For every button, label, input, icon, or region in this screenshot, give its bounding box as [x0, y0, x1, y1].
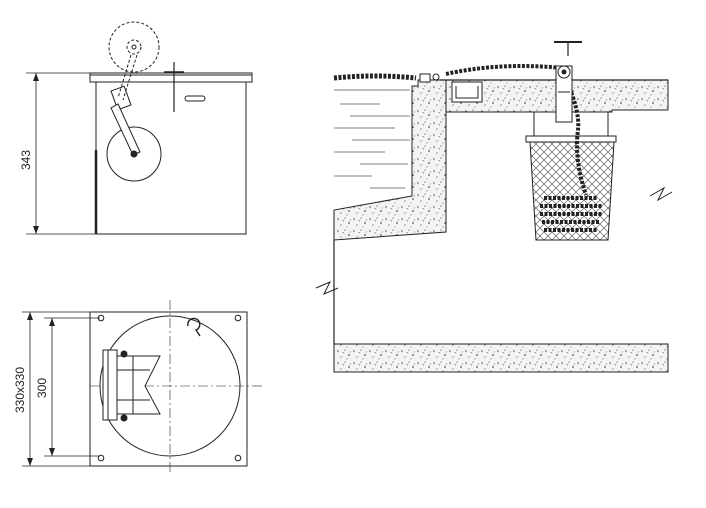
- plan-bracket: [102, 349, 118, 421]
- drop-hose: [564, 79, 588, 196]
- floating-hose: [333, 73, 417, 81]
- inner-dimension-label: 300: [35, 378, 49, 398]
- skimmer-pocket: [451, 81, 483, 103]
- pool-water: [334, 89, 410, 189]
- hose-arc: [445, 64, 563, 76]
- height-label: 343: [19, 150, 33, 170]
- bolt-hole: [234, 314, 242, 322]
- break-symbol: [649, 186, 673, 202]
- reel-dashed: [108, 21, 160, 73]
- basket-rim: [525, 135, 617, 143]
- slot: [184, 95, 206, 102]
- break-symbol: [315, 281, 339, 295]
- bolt-hole: [234, 454, 242, 462]
- section-view: [315, 41, 673, 373]
- side-view: [26, 21, 253, 235]
- bolt-hole: [97, 454, 105, 462]
- floor-slab: [333, 343, 669, 373]
- mesh-basket: [529, 141, 615, 241]
- plan-view: [22, 300, 262, 474]
- lid: [89, 72, 253, 83]
- hinge-bracket: [110, 85, 132, 111]
- outer-dimension-label: 330x330: [13, 367, 27, 413]
- plan-slot: [187, 317, 201, 337]
- coiled-hose: [540, 196, 602, 232]
